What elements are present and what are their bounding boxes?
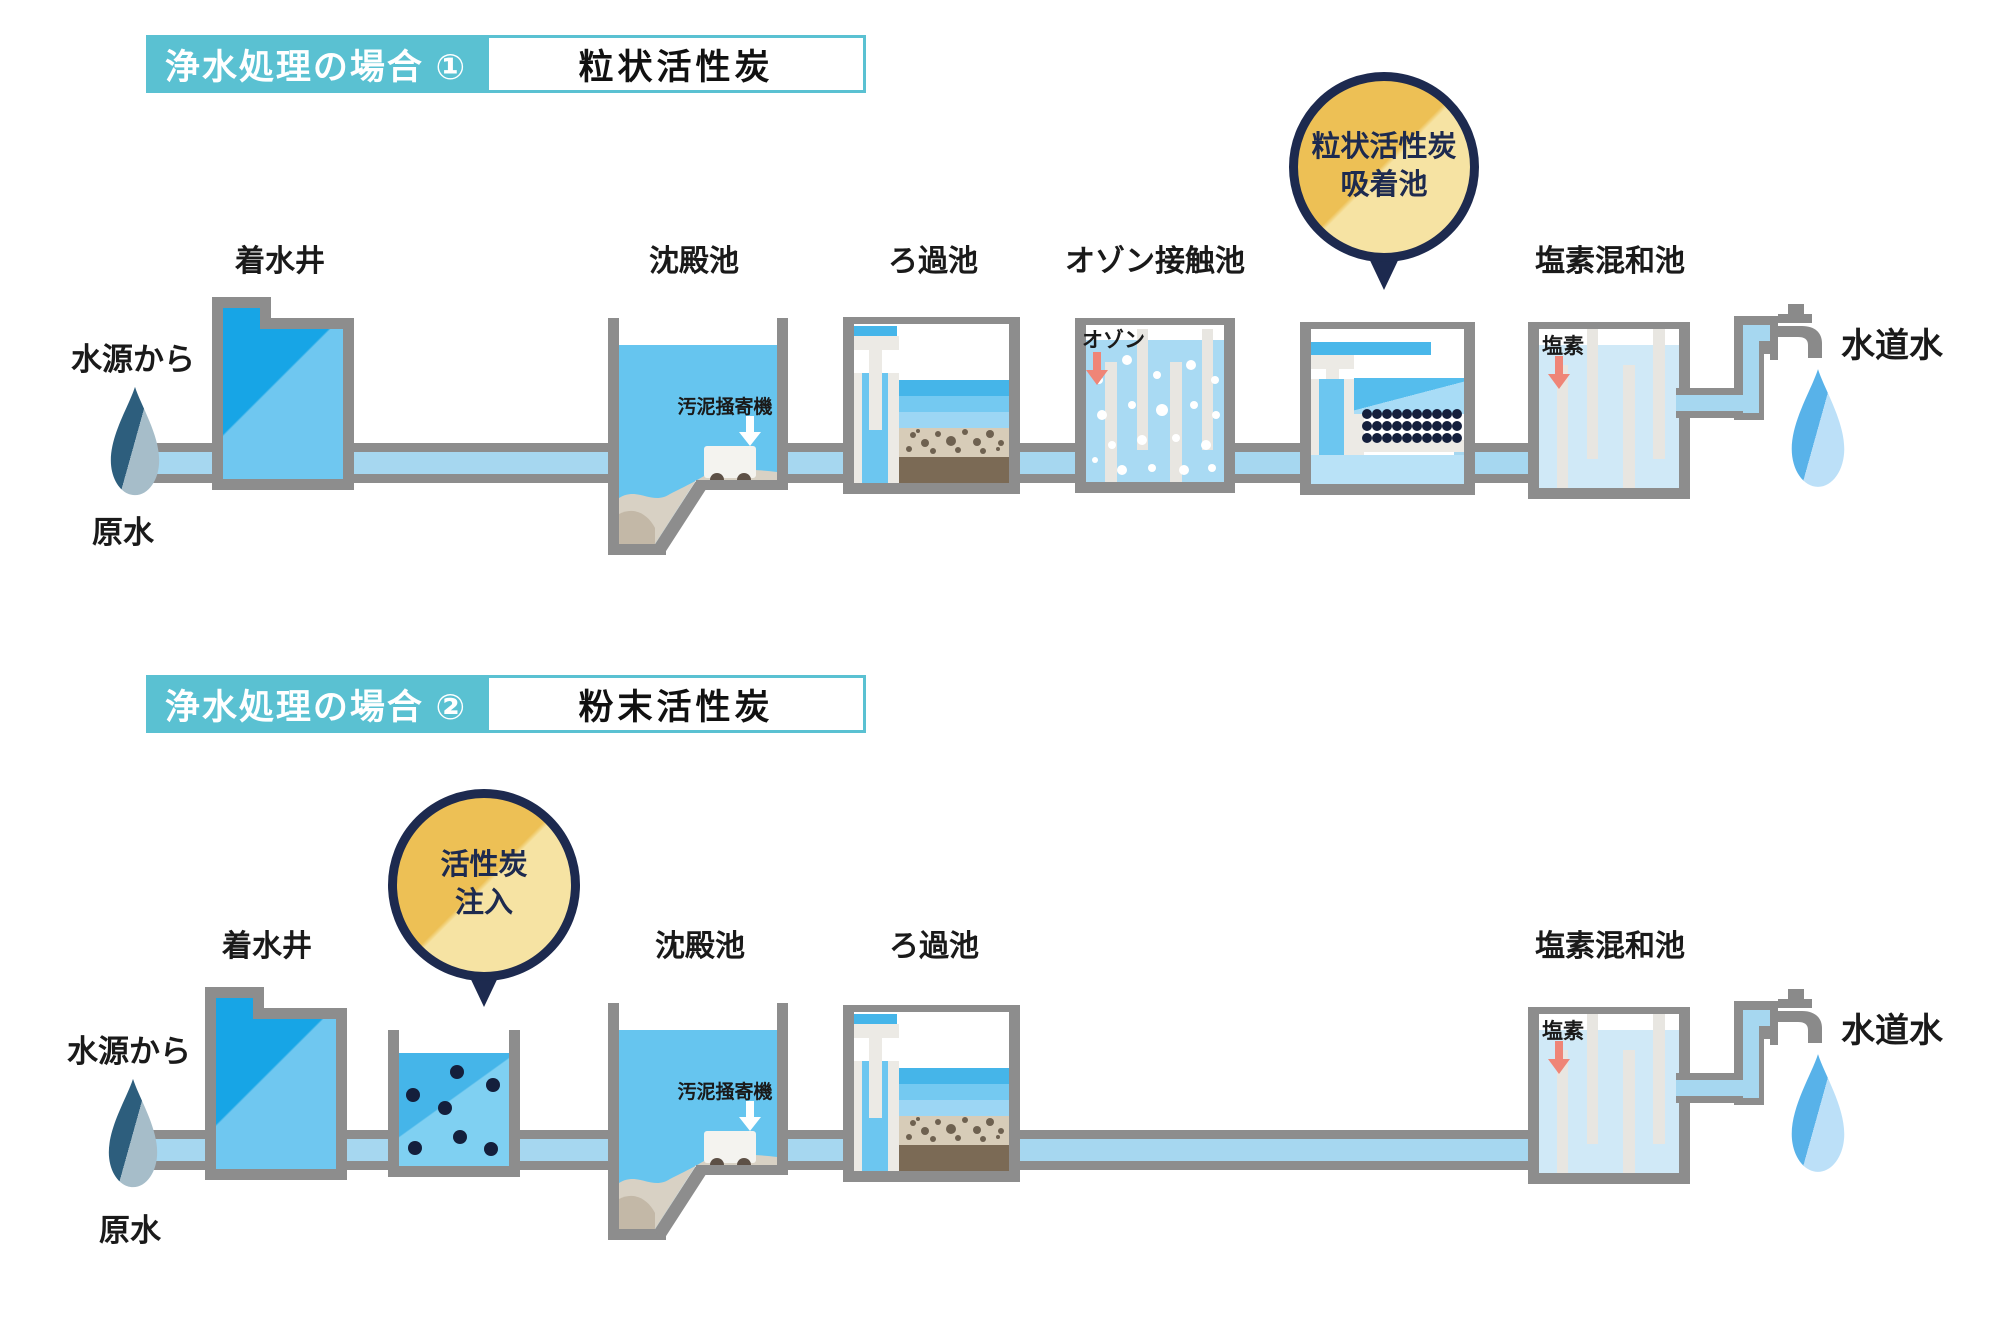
section1-method-badge: 粒状活性炭 <box>486 35 866 93</box>
tank-filtration-1 <box>843 317 1020 494</box>
tank-receiving-well-1 <box>212 297 354 490</box>
label-raw-water-2: 原水 <box>99 1213 161 1248</box>
label-receiving-well-1: 着水井 <box>235 245 325 278</box>
granular-carbon-dots <box>1362 409 1462 443</box>
chlorine-arrow-icon-2 <box>1548 1041 1570 1074</box>
label-sedimentation-2: 沈殿池 <box>655 930 745 963</box>
section2-method-badge: 粉末活性炭 <box>486 675 866 733</box>
label-tap-water-2: 水道水 <box>1841 1012 1943 1050</box>
tap-water-drop-icon-1 <box>1791 369 1845 487</box>
label-chlorine-inject-1: 塩素 <box>1542 335 1584 358</box>
raw-water-drop-icon-2 <box>108 1078 158 1188</box>
raw-water-drop-icon-1 <box>110 386 160 496</box>
label-tap-water-1: 水道水 <box>1841 327 1943 365</box>
label-from-source-1: 水源から <box>71 342 195 377</box>
label-ozone-contact-1: オゾン接触池 <box>1065 245 1245 278</box>
label-ozone-inject: オゾン <box>1082 329 1145 352</box>
tap-water-drop-icon-2 <box>1791 1054 1845 1172</box>
label-chlorine-mixing-2: 塩素混和池 <box>1535 930 1685 963</box>
label-from-source-2: 水源から <box>67 1034 191 1069</box>
label-receiving-well-2: 着水井 <box>222 930 312 963</box>
tank-carbon-injection-2 <box>388 1030 520 1177</box>
label-sludge-scraper-1: 汚泥掻寄機 <box>677 397 773 418</box>
label-sedimentation-1: 沈殿池 <box>649 245 739 278</box>
label-filtration-2: ろ過池 <box>889 930 979 963</box>
callout-line2: 吸着池 <box>1340 169 1428 201</box>
callout-carbon-injection: 活性炭 注入 <box>388 789 580 981</box>
ozone-arrow-icon <box>1086 352 1108 385</box>
chlorine-arrow-icon-1 <box>1548 356 1570 389</box>
label-chlorine-mixing-1: 塩素混和池 <box>1535 245 1685 278</box>
tank-filtration-2 <box>843 1005 1020 1182</box>
callout-adsorption-basin: 粒状活性炭 吸着池 <box>1289 72 1479 262</box>
powdered-carbon-dots <box>406 1065 500 1156</box>
ozone-baffles <box>1105 329 1213 482</box>
label-sludge-scraper-2: 汚泥掻寄機 <box>677 1082 773 1103</box>
section1-header: 浄水処理の場合 ① <box>146 35 486 93</box>
callout-line1: 活性炭 <box>440 849 528 882</box>
callout-line1: 粒状活性炭 <box>1311 131 1457 164</box>
label-raw-water-1: 原水 <box>92 515 154 550</box>
scraper-arrow-icon-1 <box>739 416 761 446</box>
section2-header: 浄水処理の場合 ② <box>146 675 486 733</box>
callout-line2: 注入 <box>454 887 513 919</box>
tank-sedimentation-2 <box>608 1003 788 1240</box>
tank-carbon-adsorption-1 <box>1300 322 1475 495</box>
tank-receiving-well-2 <box>205 987 347 1180</box>
label-filtration-1: ろ過池 <box>888 245 978 278</box>
pipe-filtration-to-chlorine-2 <box>1000 1130 1552 1170</box>
pipe-well-to-sedimentation-1 <box>336 443 630 483</box>
tank-ozone-contact-1 <box>1075 318 1235 493</box>
scraper-arrow-icon-2 <box>739 1101 761 1131</box>
tank-sedimentation-1 <box>608 318 788 555</box>
label-chlorine-inject-2: 塩素 <box>1542 1020 1584 1043</box>
